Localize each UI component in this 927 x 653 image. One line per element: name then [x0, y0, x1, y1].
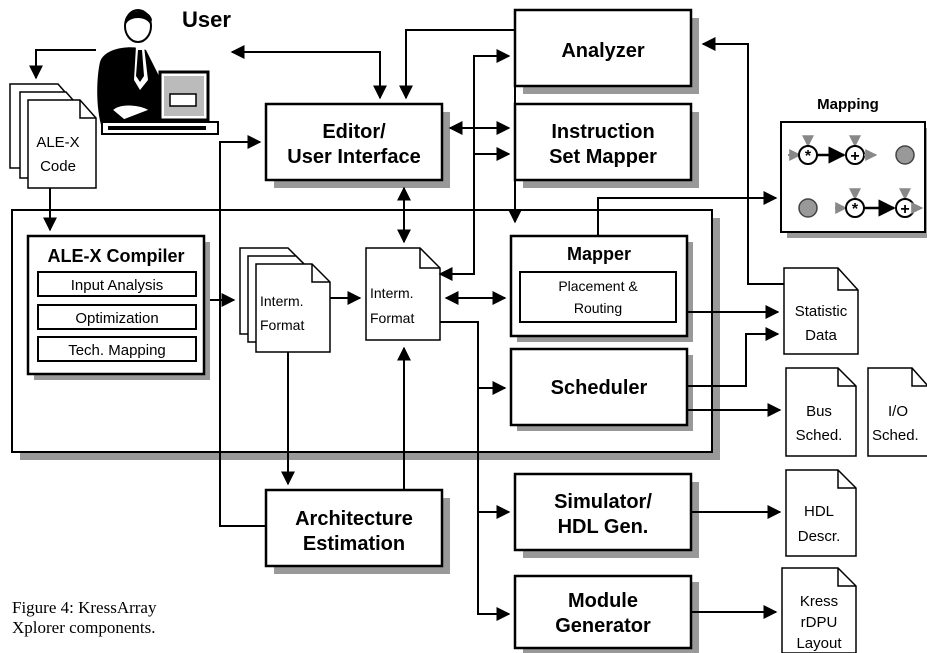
stage-optimization — [37, 304, 197, 330]
module-generator-box — [513, 574, 693, 650]
compiler-title: ALE-X Compiler — [47, 246, 184, 266]
stage-input-analysis — [37, 271, 197, 297]
svg-text:ALE-X: ALE-X — [36, 134, 79, 151]
svg-text:Kress: Kress — [800, 593, 838, 610]
instruction-mapper-label-1: Instruction — [551, 121, 654, 143]
svg-text:I/O: I/O — [888, 403, 908, 420]
editor-box — [264, 102, 444, 182]
svg-text:HDL Gen.: HDL Gen. — [558, 516, 649, 538]
svg-text:HDL: HDL — [804, 503, 834, 520]
instruction-set-mapper-box — [513, 102, 693, 182]
editor-label-2: User Interface — [287, 146, 420, 168]
hdl-descr-document: HDL Descr. — [785, 469, 857, 557]
svg-text:Format: Format — [260, 317, 304, 333]
svg-text:Optimization: Optimization — [75, 310, 158, 327]
svg-text:Generator: Generator — [555, 615, 651, 637]
svg-text:Interm.: Interm. — [260, 293, 304, 309]
svg-text:Tech. Mapping: Tech. Mapping — [68, 342, 166, 359]
mapping-cells: * + * + — [788, 135, 924, 218]
svg-text:*: * — [852, 201, 859, 218]
svg-text:Input Analysis: Input Analysis — [71, 277, 164, 294]
scheduler-box — [509, 347, 689, 427]
interm-format-document-1: Interm. Format — [239, 247, 331, 353]
stage-tech-mapping — [37, 336, 197, 362]
svg-text:Simulator/: Simulator/ — [554, 491, 652, 513]
svg-text:Code: Code — [40, 158, 76, 175]
analyzer-box — [513, 8, 693, 88]
svg-text:*: * — [805, 148, 812, 165]
svg-text:Architecture: Architecture — [295, 508, 413, 530]
interm-format-document-2: Interm. Format — [365, 247, 441, 341]
connectors — [29, 29, 784, 621]
ale-x-code-document: ALE-X Code — [9, 83, 97, 189]
io-sched-document: I/O Sched. — [867, 367, 927, 457]
svg-text:Sched.: Sched. — [872, 427, 919, 444]
svg-text:Descr.: Descr. — [798, 528, 841, 545]
svg-text:+: + — [900, 201, 909, 218]
instruction-mapper-label-2: Set Mapper — [549, 146, 657, 168]
unused-cell-icon — [798, 198, 818, 218]
analyzer-label: Analyzer — [561, 40, 645, 62]
svg-text:Interm.: Interm. — [370, 285, 414, 301]
svg-text:Placement &: Placement & — [558, 278, 638, 294]
svg-text:Module: Module — [568, 590, 638, 612]
caption-line-1: Figure 4: KressArray — [12, 598, 157, 617]
statistic-data-document: Statistic Data — [783, 267, 859, 355]
user-label: User — [182, 7, 231, 32]
bus-sched-document: Bus Sched. — [785, 367, 857, 457]
placement-routing-box — [519, 271, 677, 323]
svg-text:Statistic: Statistic — [795, 303, 848, 320]
svg-text:Format: Format — [370, 310, 414, 326]
mapping-title: Mapping — [817, 96, 879, 113]
svg-text:Routing: Routing — [574, 300, 622, 316]
editor-label-1: Editor/ — [322, 121, 386, 143]
user-figure — [97, 9, 219, 135]
figure-caption: Figure 4: KressArray Xplorer components. — [12, 598, 232, 638]
svg-text:Layout: Layout — [796, 635, 842, 652]
svg-text:rDPU: rDPU — [801, 614, 838, 631]
mapper-title: Mapper — [567, 244, 631, 264]
caption-line-2: Xplorer components. — [12, 618, 156, 637]
layout-document: Kress rDPU Layout — [781, 567, 857, 653]
svg-text:+: + — [850, 148, 859, 165]
svg-text:Bus: Bus — [806, 403, 832, 420]
svg-text:Estimation: Estimation — [303, 533, 405, 555]
svg-text:Sched.: Sched. — [796, 427, 843, 444]
unused-cell-icon — [895, 145, 915, 165]
svg-text:Data: Data — [805, 327, 837, 344]
architecture-estimation-box — [264, 488, 444, 568]
scheduler-label: Scheduler — [551, 377, 648, 399]
